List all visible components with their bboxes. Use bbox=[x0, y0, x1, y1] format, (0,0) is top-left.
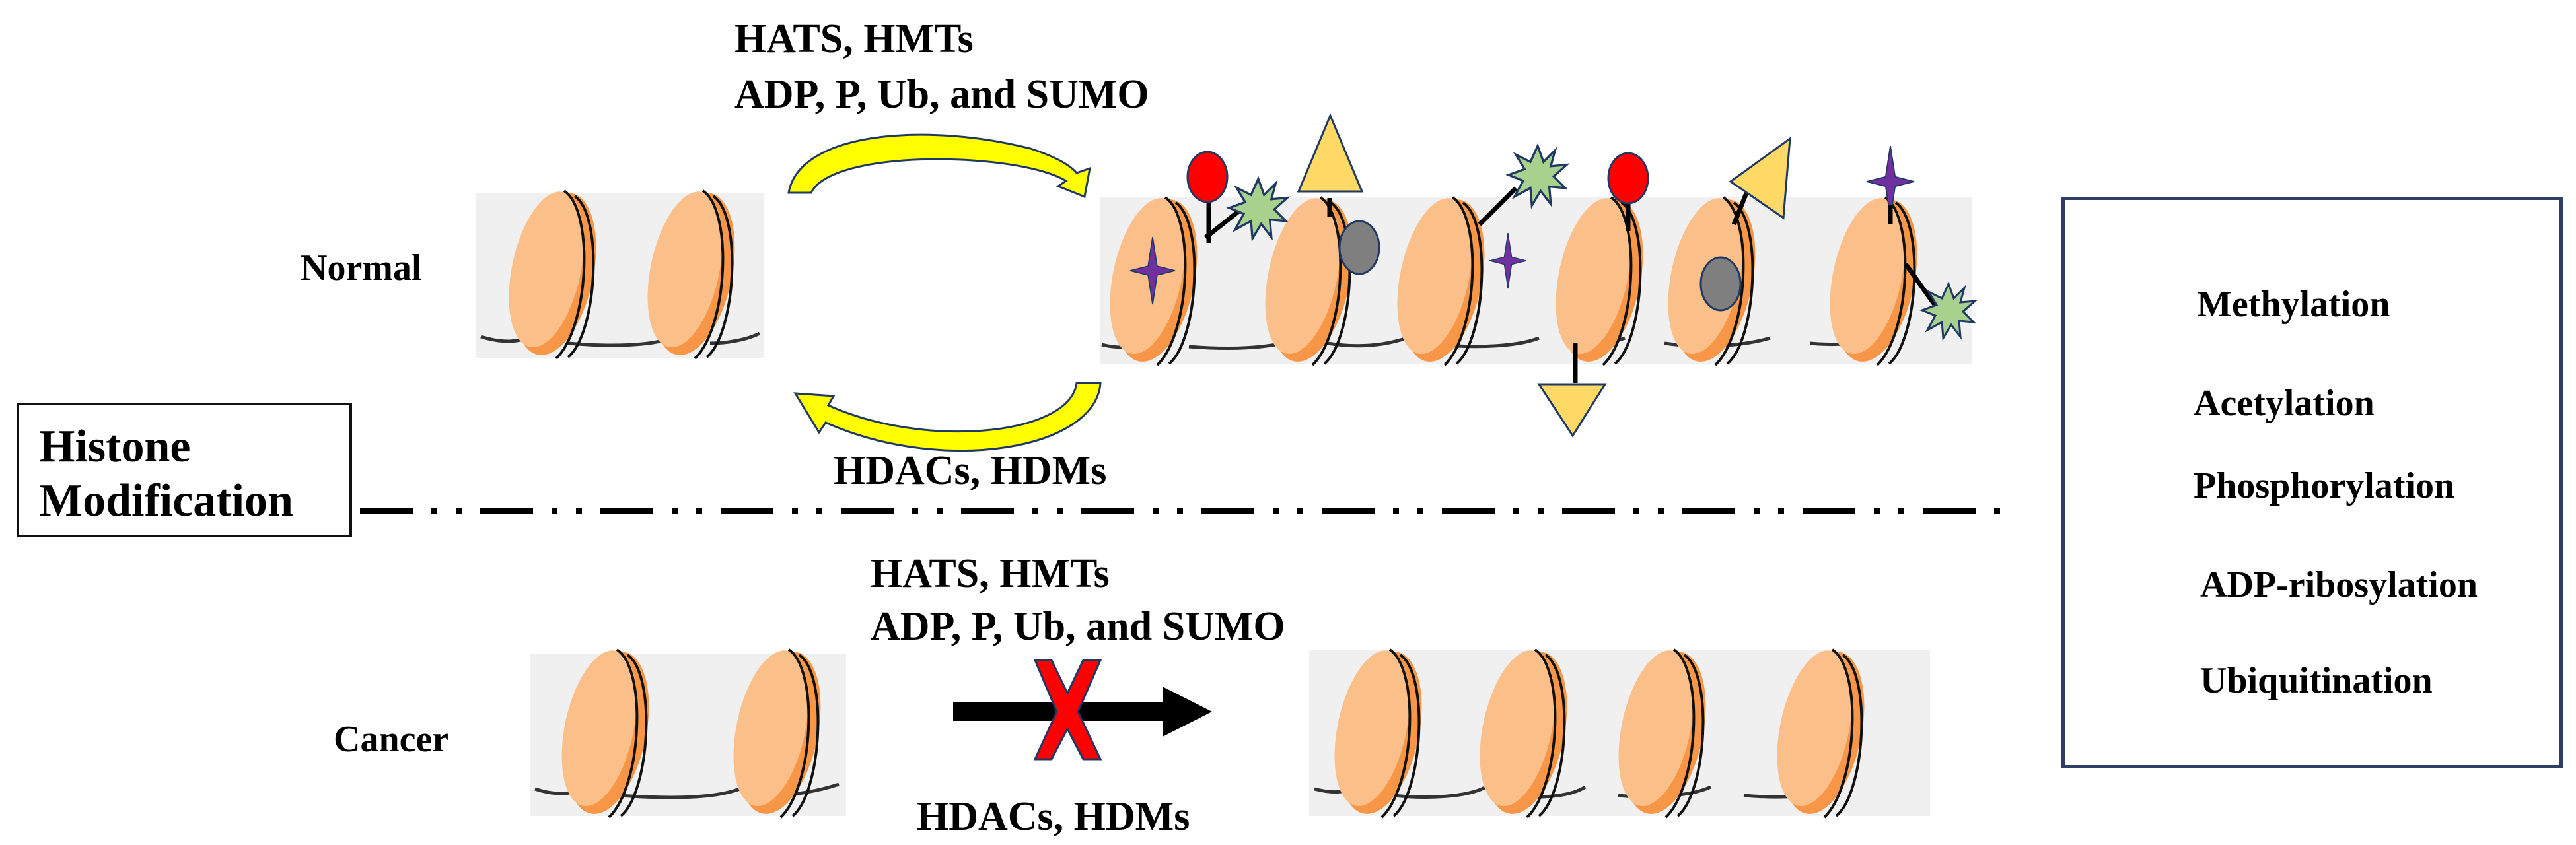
adp-ribosylation-mark-stem bbox=[1731, 190, 1750, 226]
adp-ribosylation-mark bbox=[1729, 136, 1791, 220]
nucleosome bbox=[1830, 196, 1917, 366]
legend-box: Methylation Acetylation Phosphorylation … bbox=[2061, 197, 2563, 768]
normal-forward-enzymes-line1: HATS, HMTs bbox=[734, 17, 974, 61]
phosphorylation-mark bbox=[1699, 256, 1742, 312]
forward-arrow bbox=[787, 133, 1091, 199]
legend-label-acetylation: Acetylation bbox=[2194, 383, 2375, 424]
nucleosome bbox=[1556, 196, 1643, 366]
normal-forward-enzymes-line2: ADP, P, Ub, and SUMO bbox=[734, 72, 1149, 117]
section-label-line2: Modification bbox=[39, 475, 293, 526]
cancer-forward-enzymes-line1: HATS, HMTs bbox=[871, 551, 1110, 596]
legend-label-ubiquitination: Ubiquitination bbox=[2200, 660, 2433, 701]
legend-label-adp-ribosylation: ADP-ribosylation bbox=[2200, 564, 2478, 605]
normal-reverse-enzymes: HDACs, HDMs bbox=[834, 448, 1107, 493]
nucleosome bbox=[509, 189, 596, 360]
row-label-normal: Normal bbox=[301, 248, 422, 288]
adp-ribosylation-mark bbox=[1537, 383, 1607, 438]
nucleosome bbox=[733, 648, 821, 819]
acetylation-mark-stem bbox=[1203, 208, 1242, 240]
section-label-box: Histone Modification bbox=[17, 403, 352, 537]
nucleosome bbox=[561, 648, 649, 819]
cancer-forward-enzymes-line2: ADP, P, Ub, and SUMO bbox=[871, 604, 1285, 649]
acetylation-mark-stem bbox=[1904, 262, 1941, 312]
nucleosome bbox=[647, 189, 735, 360]
legend-label-phosphorylation: Phosphorylation bbox=[2194, 465, 2455, 506]
legend-label-methylation: Methylation bbox=[2197, 284, 2390, 325]
phosphorylation-mark bbox=[1338, 220, 1380, 275]
nucleosome bbox=[1777, 648, 1865, 819]
cancer-reverse-enzymes: HDACs, HDMs bbox=[917, 794, 1190, 839]
nucleosome bbox=[1480, 648, 1567, 819]
nucleosome bbox=[1334, 648, 1422, 819]
row-label-cancer: Cancer bbox=[334, 719, 449, 760]
section-label-line1: Histone bbox=[39, 421, 191, 472]
cancer-right-dna bbox=[1314, 784, 1844, 799]
blocked-arrow-head bbox=[1163, 687, 1212, 737]
nucleosome bbox=[1618, 648, 1706, 819]
nucleosome bbox=[1265, 196, 1353, 366]
acetylation-mark-stem bbox=[1478, 186, 1518, 226]
adp-ribosylation-mark bbox=[1297, 113, 1364, 193]
block-cross-icon bbox=[1033, 659, 1102, 760]
methylation-mark bbox=[1607, 152, 1649, 205]
nucleosome bbox=[1397, 196, 1485, 366]
methylation-mark bbox=[1186, 151, 1229, 203]
reverse-arrow bbox=[793, 382, 1102, 452]
acetylation-mark bbox=[1507, 145, 1568, 207]
